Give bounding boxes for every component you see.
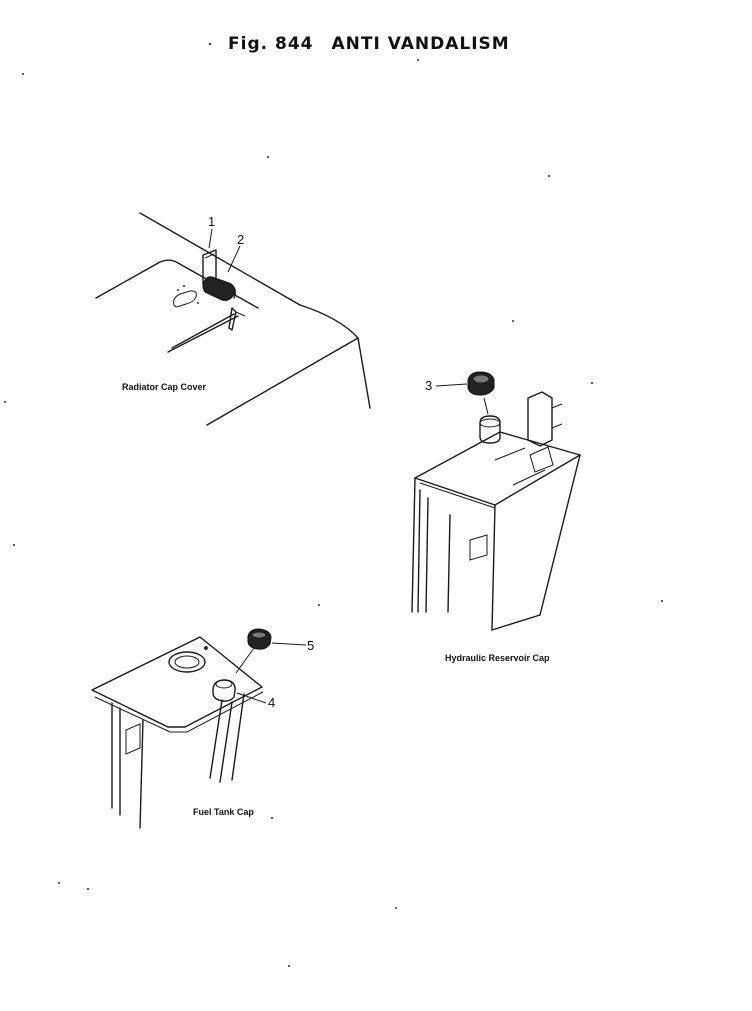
hydraulic-lock-cap [467,371,495,396]
fuel-caption: Fuel Tank Cap [193,807,254,817]
fuel-tank-view [91,628,307,829]
fuel-filler-neck [212,679,236,702]
callout-1: 1 [208,214,215,229]
callout-3: 3 [425,378,432,393]
padlock [202,276,246,331]
hydraulic-reservoir-view [411,371,581,631]
figure-number: Fig. 844 [228,34,314,54]
scan-speckles [4,42,663,967]
hydraulic-caption: Hydraulic Reservoir Cap [445,653,550,663]
figure-title: Fig. 844 ANTI VANDALISM [228,34,510,54]
radiator-caption: Radiator Cap Cover [122,382,207,392]
callout-5: 5 [307,638,314,653]
callout-2: 2 [237,232,244,247]
figure-heading: ANTI VANDALISM [331,34,510,54]
fuel-lock-cap [247,628,272,650]
callout-4: 4 [268,695,275,710]
radiator-cap-cover-view [95,212,371,426]
